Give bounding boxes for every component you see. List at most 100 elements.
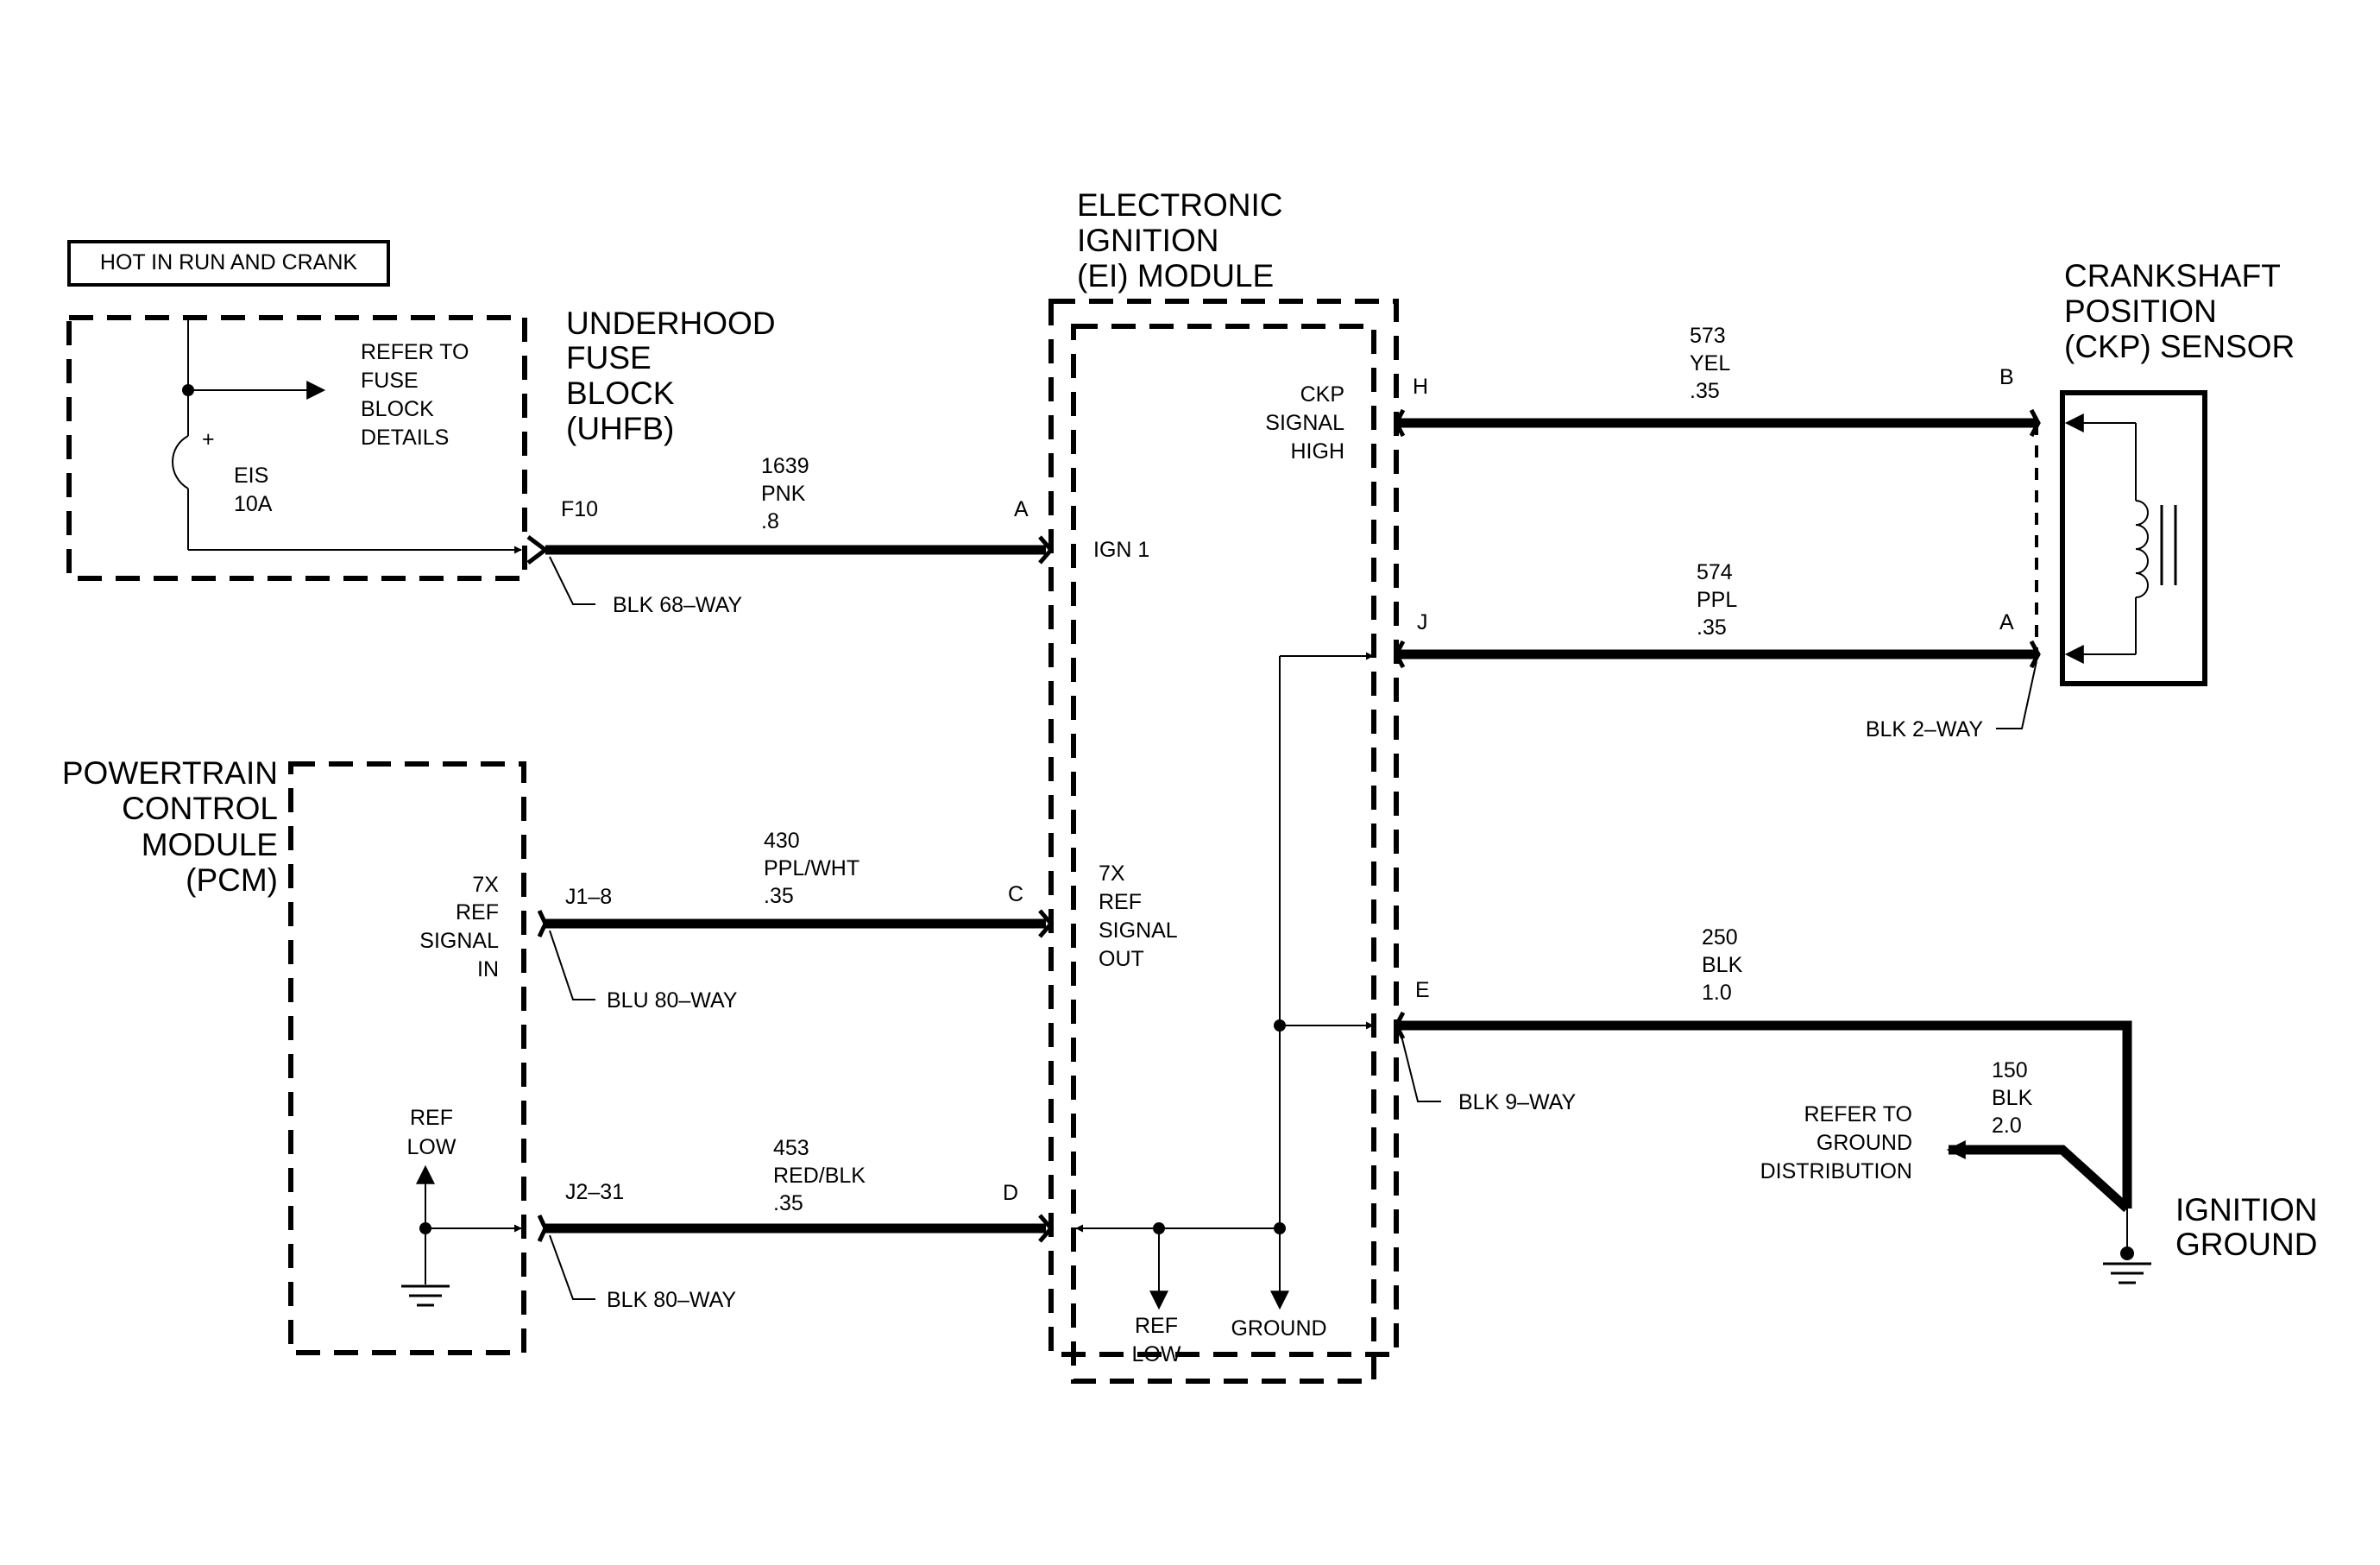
svg-text:(PCM): (PCM) — [186, 862, 278, 898]
pin-h-connector — [1394, 408, 1406, 438]
svg-text:MODULE: MODULE — [142, 827, 278, 862]
svg-text:POWERTRAIN: POWERTRAIN — [62, 755, 278, 791]
pin-c: C — [1008, 882, 1023, 906]
hot-label: HOT IN RUN AND CRANK — [100, 250, 358, 275]
svg-text:10A: 10A — [234, 492, 273, 516]
svg-text:OUT: OUT — [1099, 947, 1144, 971]
ei-ground-label: GROUND — [1231, 1316, 1326, 1341]
svg-text:EIS: EIS — [234, 464, 268, 488]
wire-250 — [1396, 1020, 2132, 1208]
svg-text:453: 453 — [773, 1136, 809, 1160]
svg-text:UNDERHOOD: UNDERHOOD — [566, 306, 776, 341]
ckp-sensor-coil — [2064, 413, 2177, 664]
svg-text:SIGNAL: SIGNAL — [419, 929, 499, 953]
uhfb-title: UNDERHOOD FUSE BLOCK (UHFB) — [566, 306, 776, 446]
svg-text:GROUND: GROUND — [1816, 1131, 1912, 1155]
svg-text:FUSE: FUSE — [361, 369, 419, 393]
svg-text:REFER TO: REFER TO — [361, 340, 469, 364]
pin-j1: J1–8 — [565, 885, 612, 909]
uhfb-connector-leader — [549, 556, 595, 605]
uhfb-refer-text: REFER TO FUSE BLOCK DETAILS — [361, 340, 469, 450]
uhfb-box — [66, 315, 527, 581]
svg-text:430: 430 — [764, 829, 800, 853]
wire-label-430: 430 PPL/WHT .35 — [764, 829, 859, 908]
svg-text:.35: .35 — [1697, 615, 1727, 640]
svg-text:POSITION: POSITION — [2064, 293, 2217, 329]
ei-internal-wiring — [1075, 652, 1374, 1310]
svg-text:LOW: LOW — [1132, 1342, 1181, 1366]
svg-text:YEL: YEL — [1690, 351, 1730, 375]
svg-text:HIGH: HIGH — [1291, 439, 1345, 464]
ei-inner-box — [1071, 324, 1376, 1384]
svg-text:(CKP) SENSOR: (CKP) SENSOR — [2064, 329, 2295, 364]
svg-text:7X: 7X — [472, 873, 499, 897]
ignition-ground-icon — [2103, 1262, 2151, 1284]
fuse-label: EIS 10A — [234, 464, 273, 516]
pin-a: A — [1014, 497, 1029, 521]
svg-text:2.0: 2.0 — [1992, 1114, 2022, 1138]
pin-j: J — [1417, 610, 1428, 634]
svg-text:(UHFB): (UHFB) — [566, 411, 674, 446]
svg-text:573: 573 — [1690, 324, 1726, 348]
wire-label-574: 574 PPL .35 — [1697, 560, 1737, 640]
svg-text:.8: .8 — [761, 509, 779, 533]
svg-text:DETAILS: DETAILS — [361, 426, 449, 450]
svg-text:1.0: 1.0 — [1702, 981, 1732, 1005]
pin-f10: F10 — [561, 497, 598, 521]
svg-text:IGNITION: IGNITION — [1077, 223, 1218, 258]
hot-label-box — [67, 240, 390, 287]
ei-outer-box — [1048, 299, 1399, 1357]
pin-sensor-a: A — [1999, 610, 2014, 634]
pin-f10-connector — [526, 535, 550, 565]
ignition-ground-label: IGNITION GROUND — [2175, 1192, 2317, 1262]
svg-text:BLK: BLK — [1702, 953, 1743, 977]
svg-text:.35: .35 — [773, 1191, 803, 1215]
blu-connector-leader — [549, 930, 595, 1000]
svg-text:REF: REF — [1099, 890, 1142, 914]
pcm-box — [288, 761, 526, 1355]
svg-text:BLOCK: BLOCK — [566, 375, 675, 411]
ei-ckp-signal-label: CKP SIGNAL HIGH — [1265, 382, 1344, 464]
pcm-blu-connector-label: BLU 80–WAY — [607, 988, 738, 1013]
svg-text:REF: REF — [456, 900, 499, 924]
svg-text:REF: REF — [1135, 1314, 1178, 1338]
svg-text:REFER TO: REFER TO — [1804, 1102, 1913, 1126]
pin-h: H — [1413, 375, 1428, 399]
svg-text:BLK: BLK — [1992, 1086, 2033, 1110]
svg-text:CRANKSHAFT: CRANKSHAFT — [2064, 258, 2281, 293]
svg-text:CKP: CKP — [1300, 382, 1344, 407]
wire-label-250: 250 BLK 1.0 — [1702, 925, 1743, 1005]
ckp-sensor-box — [2060, 390, 2207, 686]
pcm-ref-low-circuit — [416, 1164, 522, 1284]
fuse-plus: + — [202, 427, 215, 451]
svg-text:BLOCK: BLOCK — [361, 397, 434, 421]
svg-text:SIGNAL: SIGNAL — [1265, 411, 1344, 435]
pcm-ref-low-label: REF LOW — [407, 1106, 456, 1159]
svg-text:IN: IN — [477, 957, 499, 981]
wire-label-1639: 1639 PNK .8 — [761, 454, 809, 533]
svg-text:PNK: PNK — [761, 482, 806, 506]
svg-text:ELECTRONIC: ELECTRONIC — [1077, 187, 1282, 223]
ei-ref-low-label: REF LOW — [1132, 1314, 1181, 1366]
ckp-sensor-title: CRANKSHAFT POSITION (CKP) SENSOR — [2064, 258, 2295, 364]
svg-text:1639: 1639 — [761, 454, 809, 478]
svg-text:.35: .35 — [764, 884, 794, 908]
svg-text:574: 574 — [1697, 560, 1733, 584]
ground-ref-label: REFER TO GROUND DISTRIBUTION — [1760, 1102, 1912, 1183]
svg-text:FUSE: FUSE — [566, 340, 652, 375]
svg-text:(EI) MODULE: (EI) MODULE — [1077, 258, 1274, 293]
pin-j-connector — [1394, 640, 1406, 669]
uhfb-connector-label: BLK 68–WAY — [613, 593, 742, 617]
ei-ref-out-label: 7X REF SIGNAL OUT — [1099, 861, 1178, 971]
wire-label-573: 573 YEL .35 — [1690, 324, 1730, 403]
pcm-blk-connector-label: BLK 80–WAY — [607, 1288, 736, 1312]
svg-text:IGNITION: IGNITION — [2175, 1192, 2317, 1227]
wire-label-150: 150 BLK 2.0 — [1992, 1058, 2033, 1138]
wire-label-453: 453 RED/BLK .35 — [773, 1136, 866, 1215]
ei-ign-label: IGN 1 — [1093, 538, 1149, 562]
ei-title: ELECTRONIC IGNITION (EI) MODULE — [1077, 187, 1282, 293]
svg-text:REF: REF — [410, 1106, 453, 1130]
pcm-title: POWERTRAIN CONTROL MODULE (PCM) — [62, 755, 278, 898]
svg-text:GROUND: GROUND — [2175, 1227, 2317, 1262]
